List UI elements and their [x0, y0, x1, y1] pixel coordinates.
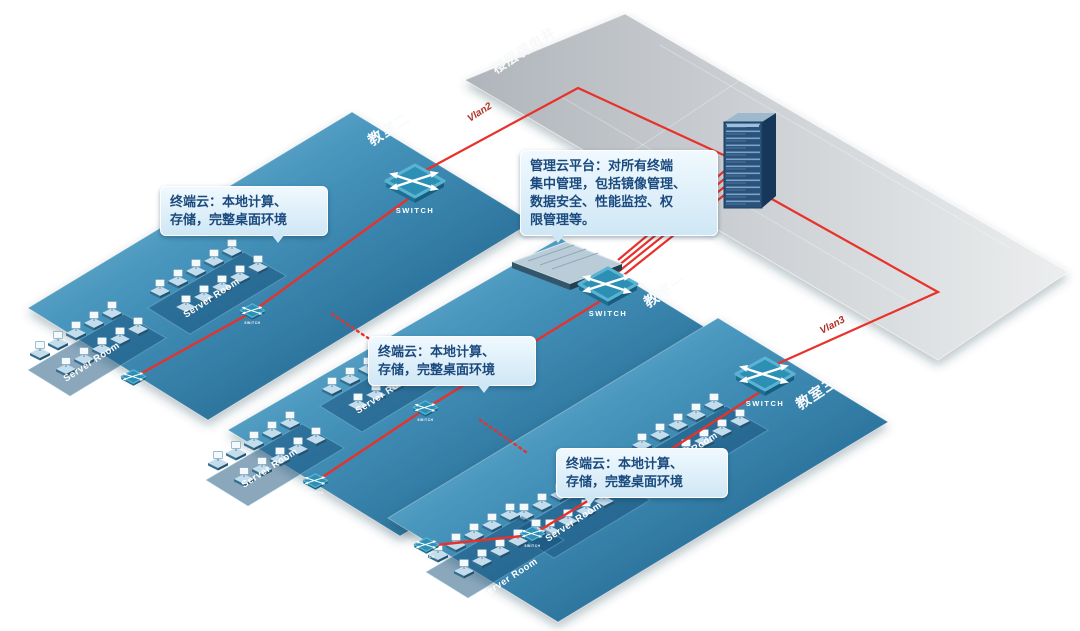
mini-switch-icon-c2b [120, 369, 147, 392]
callout-text-line: 终端云：本地计算、 [378, 344, 496, 359]
callout-tail [583, 495, 597, 505]
callout-text-line: 终端云：本地计算、 [566, 456, 684, 471]
management-cloud-callout: 管理云平台：对所有终端 集中管理，包括镜像管理、 数据安全、性能监控、权 限管理… [520, 150, 718, 243]
callout-text-line: 数据安全、性能监控、权 [530, 193, 674, 209]
server-rack-icon [723, 112, 777, 209]
callout-text-line: 管理云平台：对所有终端 [530, 158, 674, 173]
callout-text-line: 存储，完整桌面环境 [378, 361, 496, 377]
callout-text-line: 存储，完整桌面环境 [566, 473, 684, 489]
terminal-cloud-callout-room2: 终端云：本地计算、 存储，完整桌面环境 [160, 186, 328, 243]
callout-tail [551, 233, 565, 243]
vlan2-line [414, 86, 731, 177]
callout-text-line: 集中管理，包括镜像管理、 [530, 175, 687, 191]
callout-text-line: 限管理等。 [530, 211, 596, 227]
callout-text-line: 存储，完整桌面环境 [170, 211, 288, 227]
vlan3-line [767, 197, 941, 370]
vlan2-label: Vlan2 [466, 101, 495, 125]
callout-text-line: 终端云：本地计算、 [170, 194, 288, 209]
callout-tail [477, 383, 491, 393]
terminal-cloud-callout-room1: 终端云：本地计算、 存储，完整桌面环境 [368, 336, 536, 393]
callout-tail [271, 233, 285, 243]
mini-switch-icon-c1b [302, 473, 329, 496]
terminal-cloud-callout-room3: 终端云：本地计算、 存储，完整桌面环境 [556, 448, 728, 505]
